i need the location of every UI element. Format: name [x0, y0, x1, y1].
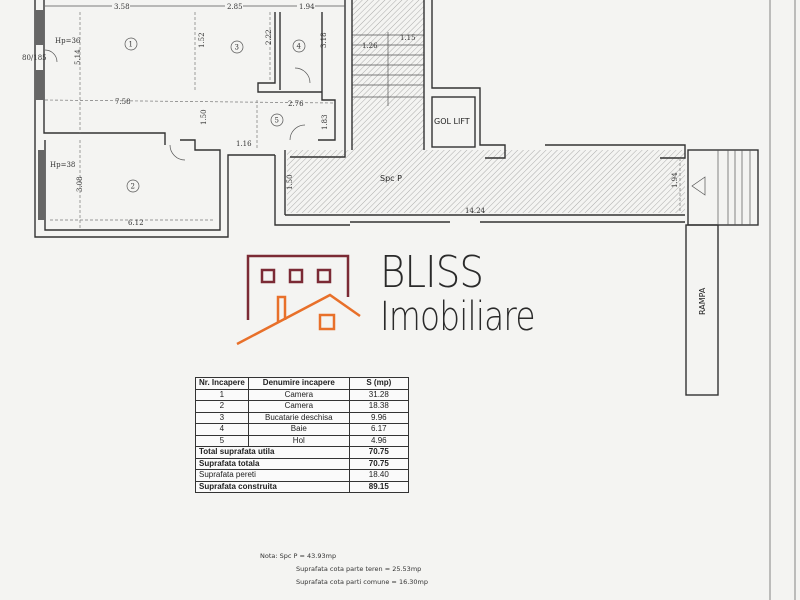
svg-text:3.18: 3.18 [320, 32, 328, 48]
svg-text:3: 3 [235, 44, 239, 52]
cell-name: Camera [247, 400, 350, 413]
svg-text:1: 1 [129, 41, 133, 49]
svg-text:2: 2 [131, 183, 135, 191]
cell-nr: 5 [195, 434, 249, 447]
svg-text:1.50: 1.50 [200, 109, 208, 125]
lift-label: GOL LIFT [434, 117, 470, 126]
total-value: 89.15 [348, 480, 409, 493]
svg-text:Hp=36: Hp=36 [55, 37, 81, 45]
dimensions: 3.58 2.85 1.94 7.58 2.76 1.16 6.12 14.24… [22, 1, 679, 227]
corridor-label: Spc P [380, 174, 402, 183]
total-label: Total suprafata utila [195, 446, 350, 459]
col-name: Denumire incapere [247, 377, 350, 390]
svg-text:4: 4 [297, 43, 302, 51]
brand-wordmark: BLISS Imobiliare [380, 247, 569, 340]
col-nr: Nr. Incapere [195, 377, 249, 390]
ramp-label: RAMPA [698, 287, 707, 315]
cell-area: 18.38 [348, 400, 409, 413]
svg-text:1.16: 1.16 [236, 140, 252, 148]
svg-text:3.08: 3.08 [76, 176, 84, 192]
note-line: Nota: Spc P = 43.93mp [260, 552, 337, 560]
svg-text:1.94: 1.94 [671, 172, 679, 188]
brand-line2: Imobiliare [380, 294, 536, 340]
note-line: Suprafata cota parti comune = 16.30mp [296, 578, 429, 586]
notes: Nota: Spc P = 43.93mp Suprafata cota par… [260, 550, 428, 589]
svg-text:1.52: 1.52 [198, 32, 206, 48]
total-value: 18.40 [348, 469, 409, 482]
svg-text:2.22: 2.22 [265, 29, 273, 45]
stairs [352, 32, 424, 106]
cell-nr: 1 [195, 388, 249, 401]
total-label: Suprafata pereti [195, 469, 350, 482]
table-header: Nr. Incapere Denumire incapere S (mp) [195, 377, 409, 390]
svg-text:Hp=38: Hp=38 [50, 161, 75, 169]
cell-name: Bucatarie deschisa [247, 411, 350, 424]
note-line: Suprafata cota parte teren = 25.53mp [296, 565, 422, 573]
dim-room3-width: 2.85 [227, 3, 243, 11]
cell-area: 9.96 [348, 411, 409, 424]
cell-area: 4.96 [348, 434, 409, 447]
total-value: 70.75 [348, 457, 409, 470]
svg-text:80/185: 80/185 [22, 54, 47, 62]
total-label: Suprafata construita [195, 480, 350, 493]
internal-dashes [44, 12, 681, 230]
cell-nr: 2 [195, 400, 249, 413]
cell-name: Camera [247, 388, 350, 401]
doors [44, 49, 311, 161]
cell-nr: 3 [195, 411, 249, 424]
svg-text:1.15: 1.15 [400, 34, 416, 42]
total-label: Suprafata totala [195, 457, 350, 470]
cell-nr: 4 [195, 423, 249, 436]
dim-room4-width: 1.94 [299, 3, 315, 11]
apartment-walls [34, 0, 759, 396]
svg-text:2.76: 2.76 [288, 100, 304, 108]
svg-text:5: 5 [275, 117, 279, 125]
svg-text:14.24: 14.24 [465, 207, 486, 215]
corridor-area [287, 150, 685, 213]
cell-name: Baie [247, 423, 350, 436]
svg-text:1.50: 1.50 [286, 174, 294, 190]
room-numbers: 1 2 3 4 5 [124, 37, 306, 193]
svg-text:1.26: 1.26 [362, 42, 378, 50]
cell-area: 6.17 [348, 423, 409, 436]
bliss-logo-mark [236, 254, 361, 346]
svg-text:7.58: 7.58 [115, 98, 131, 106]
svg-text:1.83: 1.83 [321, 114, 329, 130]
svg-text:5.14: 5.14 [74, 49, 82, 65]
dim-room1-top: 3.58 [114, 3, 130, 11]
col-area: S (mp) [348, 377, 409, 390]
brand-line1: BLISS [380, 247, 484, 298]
cell-name: Hol [247, 434, 350, 447]
svg-text:6.12: 6.12 [128, 219, 144, 227]
cell-area: 31.28 [348, 388, 409, 401]
total-value: 70.75 [348, 446, 409, 459]
windows [35, 10, 45, 220]
entry-steps [691, 0, 796, 600]
